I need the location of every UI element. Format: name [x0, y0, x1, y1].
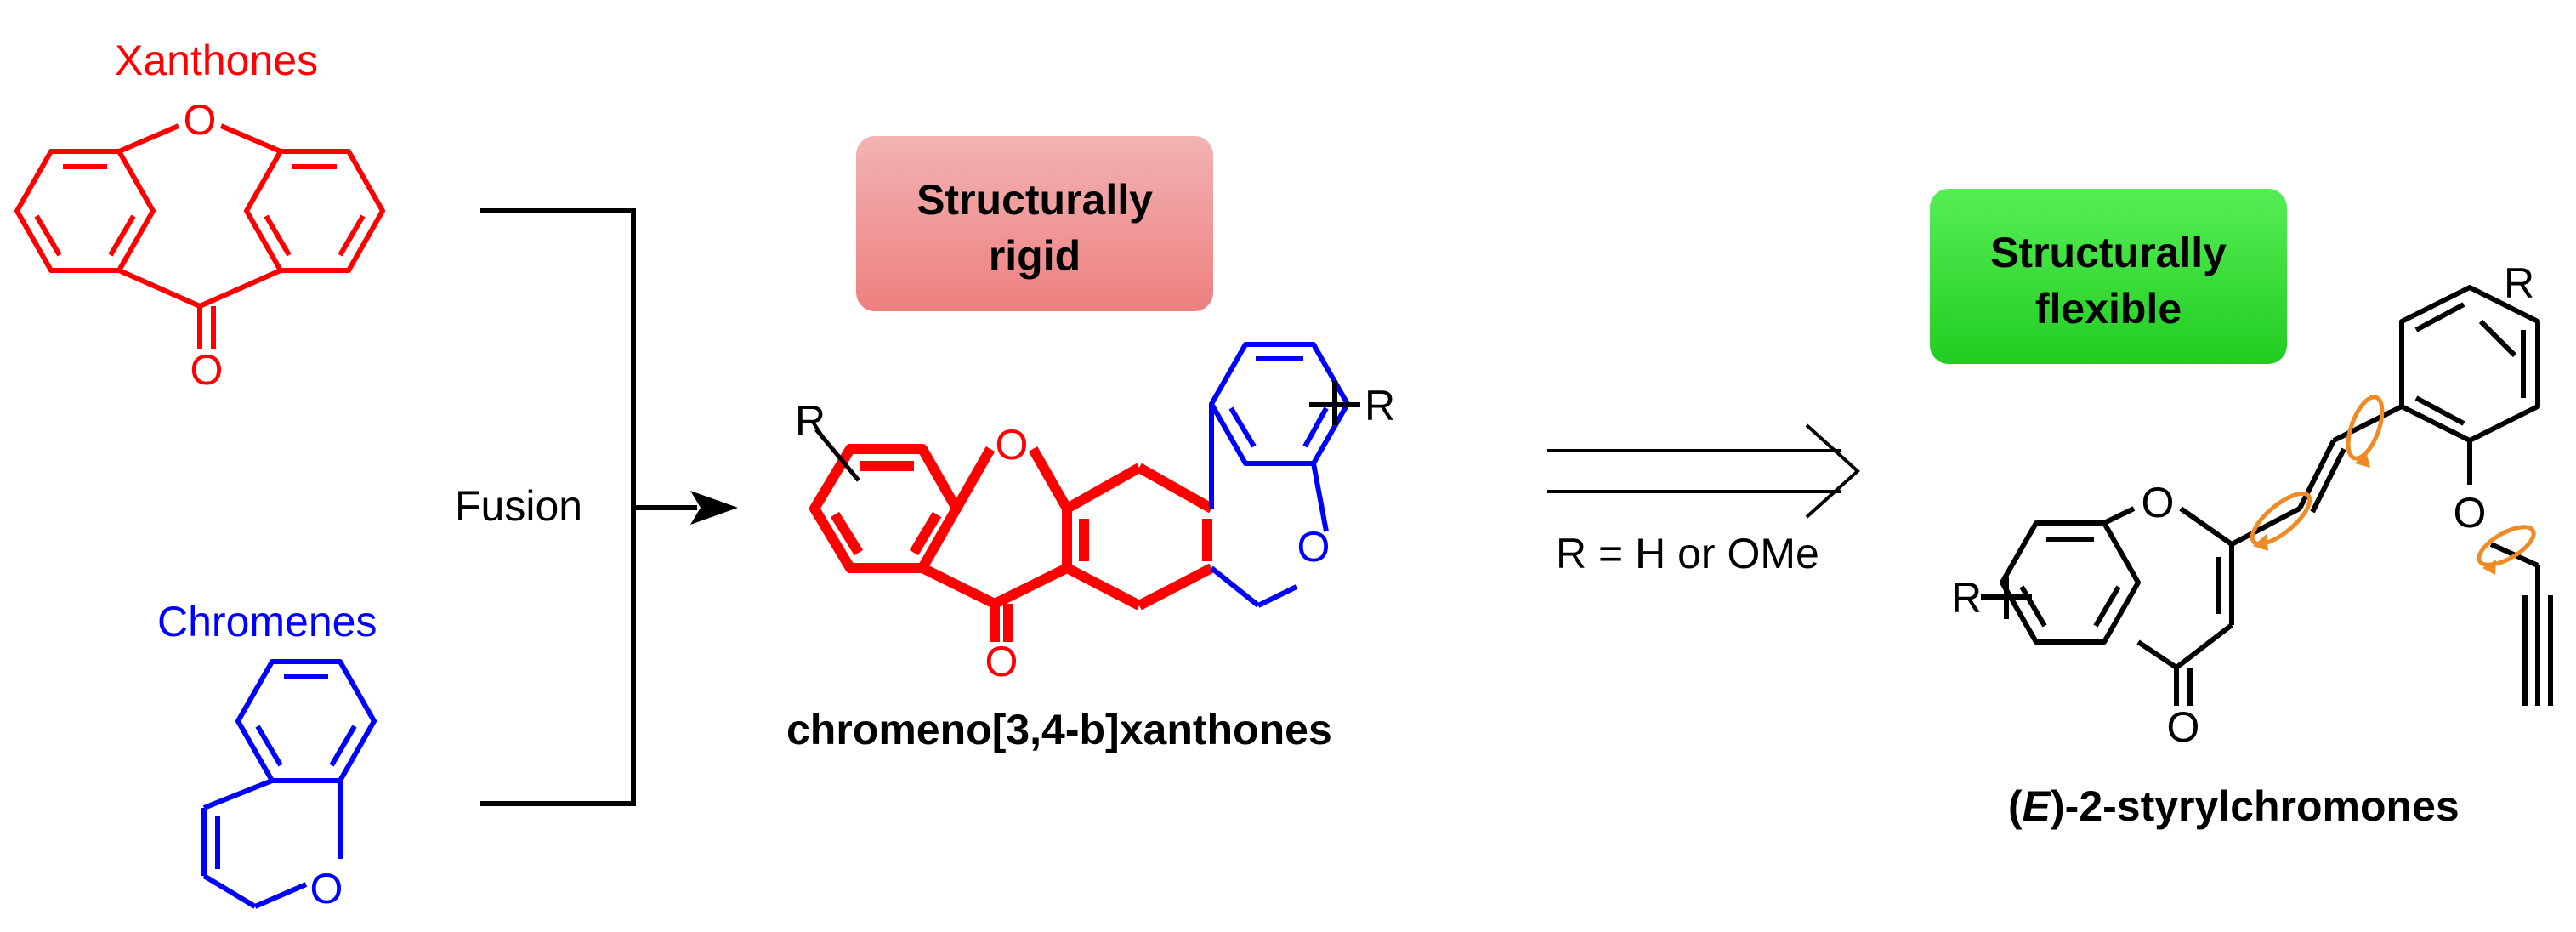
- fusion-label: Fusion: [455, 482, 582, 530]
- styrylchromone-ring-oxygen: O: [2142, 479, 2175, 526]
- chromenoxanthone-chromene-part: [1209, 342, 1360, 608]
- rigid-badge-line2: rigid: [989, 232, 1081, 280]
- chromenoxanthone-chromene-oxygen: O: [1297, 523, 1331, 571]
- fusion-arrowhead: [690, 491, 738, 525]
- styrylchromone-structure: [1981, 285, 2553, 706]
- xanthone-ring-oxygen: O: [184, 96, 217, 144]
- rotation-arrow-1: [2250, 491, 2312, 547]
- rotation-arrow-3: [2477, 525, 2536, 567]
- rigid-badge: [856, 136, 1213, 311]
- rigid-badge-line1: Structurally: [916, 176, 1153, 224]
- chromenoxanthone-xanthone-oxygen: O: [996, 421, 1029, 469]
- flexible-badge-line1: Structurally: [1990, 229, 2227, 276]
- retrosynthesis-arrow: [1547, 423, 1860, 519]
- flexible-badge-line2: flexible: [2035, 285, 2182, 332]
- chromene-ring-oxygen: O: [310, 865, 343, 912]
- styrylchromone-name-suffix: )-2-styrylchromones: [2051, 782, 2460, 830]
- rotation-arrowheads: [2253, 451, 2496, 575]
- xanthone-carbonyl-oxygen: O: [190, 346, 224, 394]
- styrylchromone-name: (E)-2-styrylchromones: [2008, 782, 2460, 830]
- chromenoxanthone-xanthone-part: [809, 444, 1214, 642]
- xanthones-label: Xanthones: [115, 37, 318, 84]
- chromenoxanthone-r-left: R: [795, 397, 826, 445]
- chromenoxanthone-r-bond-left: [814, 428, 860, 482]
- styrylchromone-carbonyl-oxygen: O: [2167, 703, 2200, 751]
- rotation-arrows: [2250, 395, 2536, 567]
- styrylchromone-r-top: R: [2504, 259, 2534, 307]
- chromenoxanthone-carbonyl-oxygen: O: [985, 638, 1018, 685]
- rotation-arrow-2: [2346, 395, 2385, 461]
- condition-label: R = H or OMe: [1556, 530, 1819, 577]
- chromenes-label: Chromenes: [157, 598, 377, 645]
- styrylchromone-r-left: R: [1951, 574, 1982, 622]
- flexible-badge: [1930, 189, 2287, 364]
- fusion-bracket: [480, 208, 697, 806]
- chromene-structure: [201, 659, 377, 909]
- styrylchromone-name-prefix: (: [2008, 782, 2023, 830]
- chromenoxanthone-name: chromeno[3,4-b]xanthones: [786, 706, 1332, 753]
- xanthone-structure: [14, 123, 385, 349]
- styrylchromone-ether-oxygen: O: [2454, 489, 2487, 537]
- chromenoxanthone-r-right: R: [1365, 382, 1395, 429]
- styrylchromone-name-italic: E: [2023, 782, 2052, 830]
